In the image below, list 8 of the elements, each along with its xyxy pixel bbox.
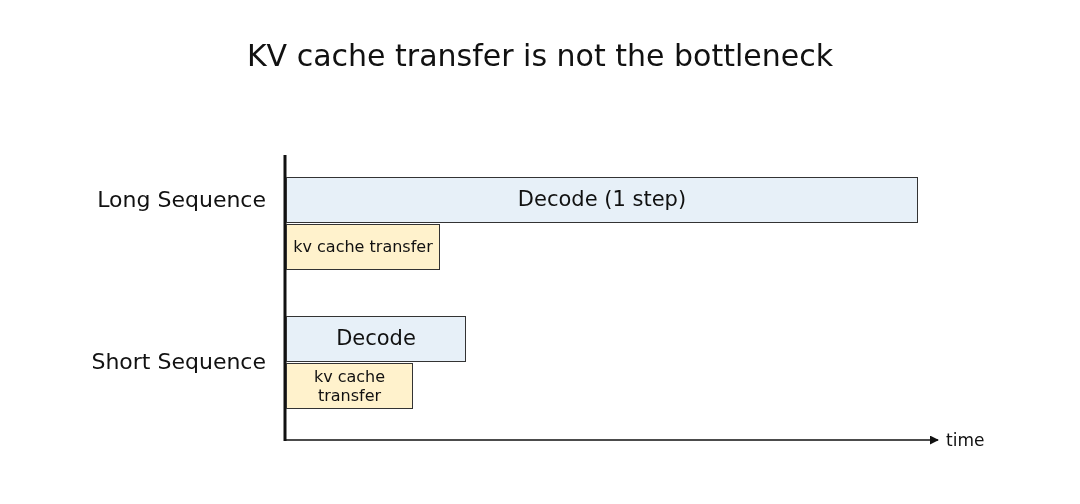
row-label: Short Sequence (91, 349, 266, 374)
timeline-bar: Decode (1 step) (286, 177, 918, 223)
chart-title: KV cache transfer is not the bottleneck (245, 38, 835, 73)
timeline-bar: kv cache transfer (286, 363, 413, 409)
timeline-bar: Decode (286, 316, 466, 362)
row-label: Long Sequence (97, 187, 266, 212)
timeline-bar: kv cache transfer (286, 224, 440, 270)
axis-label: time (946, 430, 985, 450)
